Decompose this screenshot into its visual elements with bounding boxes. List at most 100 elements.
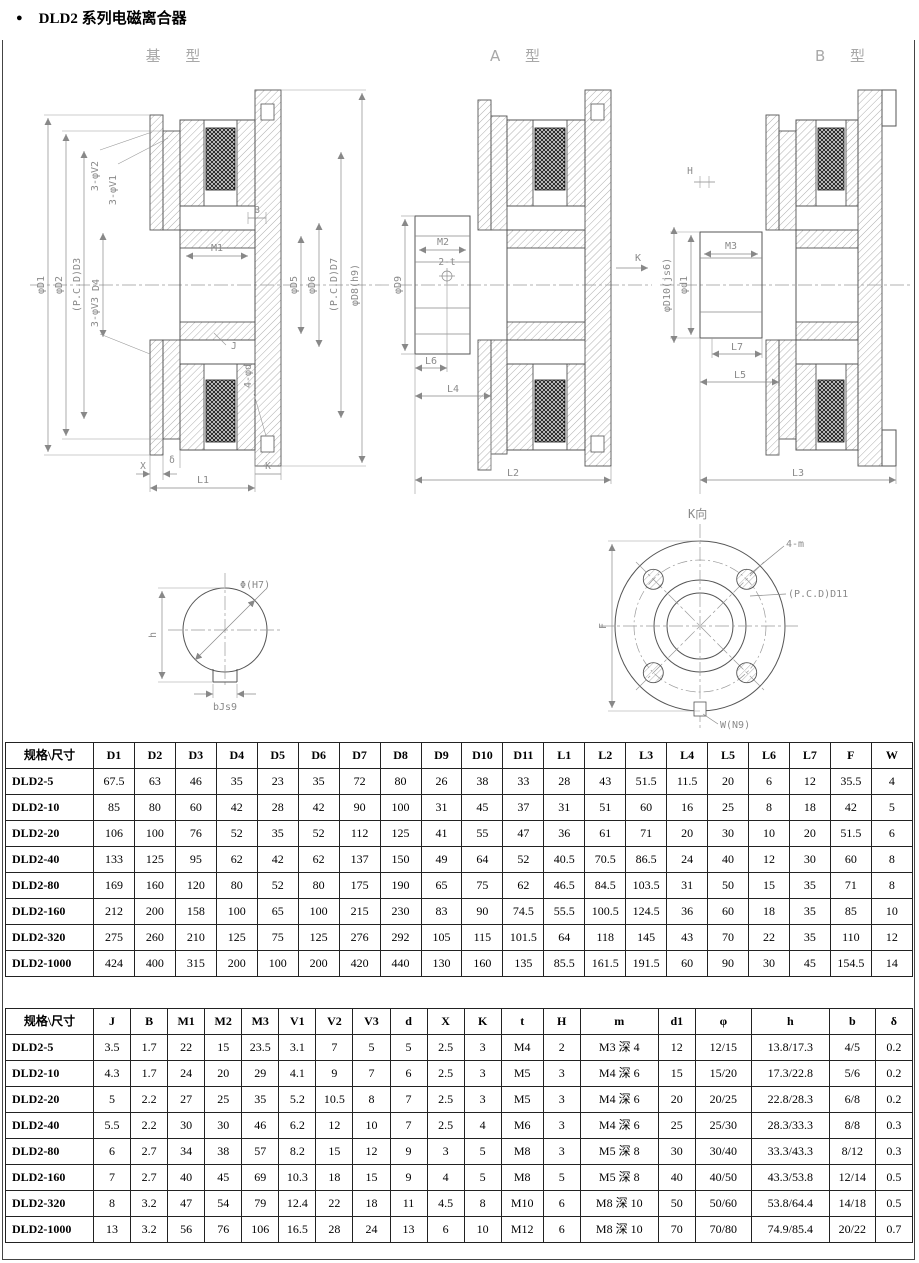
value-cell: 31	[666, 872, 709, 899]
value-cell: M4 深 6	[579, 1086, 659, 1113]
value-cell: 60	[707, 898, 749, 925]
value-cell: 292	[379, 924, 422, 951]
dim-label-pcdD7: (P.C.D)D7	[329, 258, 340, 312]
value-cell: 20	[657, 1086, 696, 1113]
column-header: D4	[215, 742, 258, 769]
value-cell: 12	[788, 768, 831, 795]
value-cell: 18	[788, 794, 831, 821]
value-cell: 118	[584, 924, 627, 951]
value-cell: 30	[707, 820, 749, 847]
bullet-icon: ●	[16, 12, 23, 24]
value-cell: 46	[174, 768, 217, 795]
value-cell: 72	[338, 768, 381, 795]
armature-plate	[477, 339, 492, 471]
value-cell: 52	[502, 846, 545, 873]
model-cell: DLD2-80	[5, 1138, 94, 1165]
dim-label-phiD10: φD10(js6)	[662, 258, 673, 312]
value-cell: 85.5	[543, 950, 586, 977]
coil-winding	[817, 379, 845, 443]
value-cell: 56	[167, 1216, 206, 1243]
value-cell: 6	[426, 1216, 465, 1243]
coil-winding	[534, 127, 566, 191]
value-cell: 2.5	[426, 1060, 465, 1087]
value-cell: 3	[426, 1138, 465, 1165]
value-cell: 90	[461, 898, 504, 925]
value-cell: 0.5	[874, 1164, 914, 1191]
value-cell: 3.1	[278, 1034, 317, 1061]
value-cell: 120	[174, 872, 217, 899]
value-cell: 125	[133, 846, 176, 873]
dim-label-W: W(N9)	[720, 720, 750, 731]
value-cell: 13	[92, 1216, 132, 1243]
armature-plate	[778, 130, 797, 231]
column-header: L6	[748, 742, 790, 769]
column-header: D3	[174, 742, 217, 769]
value-cell: 76	[174, 820, 217, 847]
mounting-flange	[254, 89, 282, 467]
value-cell: 30	[657, 1138, 696, 1165]
value-cell: 7	[352, 1060, 391, 1087]
value-cell: 3	[542, 1060, 581, 1087]
value-cell: 200	[215, 950, 258, 977]
dim-label-pcdD3: (P.C.D)D3	[72, 258, 83, 312]
value-cell: 2.5	[426, 1034, 465, 1061]
value-cell: 12	[657, 1034, 696, 1061]
value-cell: 2.2	[130, 1112, 169, 1139]
value-cell: 35	[241, 1086, 280, 1113]
value-cell: 90	[338, 794, 381, 821]
value-cell: 100.5	[584, 898, 627, 925]
column-header: 规格\尺寸	[5, 742, 94, 769]
value-cell: 52	[297, 820, 340, 847]
value-cell: 191.5	[625, 950, 668, 977]
coil-winding	[817, 127, 845, 191]
value-cell: 420	[338, 950, 381, 977]
armature-plate	[477, 99, 492, 231]
value-cell: M5	[500, 1086, 544, 1113]
value-cell: 5	[870, 794, 914, 821]
drawing-title-type-a: A 型	[490, 47, 550, 65]
dim-label-2t: 2-t	[438, 257, 455, 268]
value-cell: 0.7	[874, 1216, 914, 1243]
model-cell: DLD2-40	[5, 1112, 94, 1139]
bolt-hole	[736, 662, 758, 684]
model-cell: DLD2-5	[5, 768, 94, 795]
value-cell: 5	[463, 1164, 502, 1191]
dim-label-h: h	[148, 632, 159, 638]
value-cell: 31	[420, 794, 463, 821]
value-cell: 79	[241, 1190, 280, 1217]
value-cell: 0.2	[874, 1034, 914, 1061]
drawing-basic: φD1 φD2 (P.C.D)D3 D4 3-φV2 3-φV1 B M1 φD…	[30, 89, 392, 492]
column-header: M3	[241, 1008, 280, 1035]
value-cell: 14/18	[828, 1190, 876, 1217]
value-cell: 61	[584, 820, 627, 847]
model-cell: DLD2-1000	[5, 950, 94, 977]
drawing-title-basic: 基 型	[146, 47, 211, 65]
value-cell: 51.5	[829, 820, 872, 847]
dim-label-phiD2: φD2	[54, 276, 65, 294]
value-cell: 24	[167, 1060, 206, 1087]
value-cell: 4.3	[92, 1060, 132, 1087]
dim-label-L1: L1	[197, 475, 209, 486]
value-cell: 10	[463, 1216, 502, 1243]
value-cell: 23.5	[241, 1034, 280, 1061]
value-cell: 31	[543, 794, 586, 821]
value-cell: 57	[241, 1138, 280, 1165]
value-cell: 43	[666, 924, 709, 951]
dim-label-J: J	[231, 341, 237, 352]
value-cell: 158	[174, 898, 217, 925]
model-cell: DLD2-20	[5, 1086, 94, 1113]
value-cell: 175	[338, 872, 381, 899]
value-cell: 161.5	[584, 950, 627, 977]
value-cell: 75	[256, 924, 299, 951]
value-cell: 40/50	[694, 1164, 752, 1191]
model-cell: DLD2-160	[5, 898, 94, 925]
value-cell: 40	[657, 1164, 696, 1191]
value-cell: 40	[167, 1164, 206, 1191]
value-cell: 7	[315, 1034, 354, 1061]
value-cell: M10	[500, 1190, 544, 1217]
value-cell: 26	[420, 768, 463, 795]
value-cell: 64	[543, 924, 586, 951]
